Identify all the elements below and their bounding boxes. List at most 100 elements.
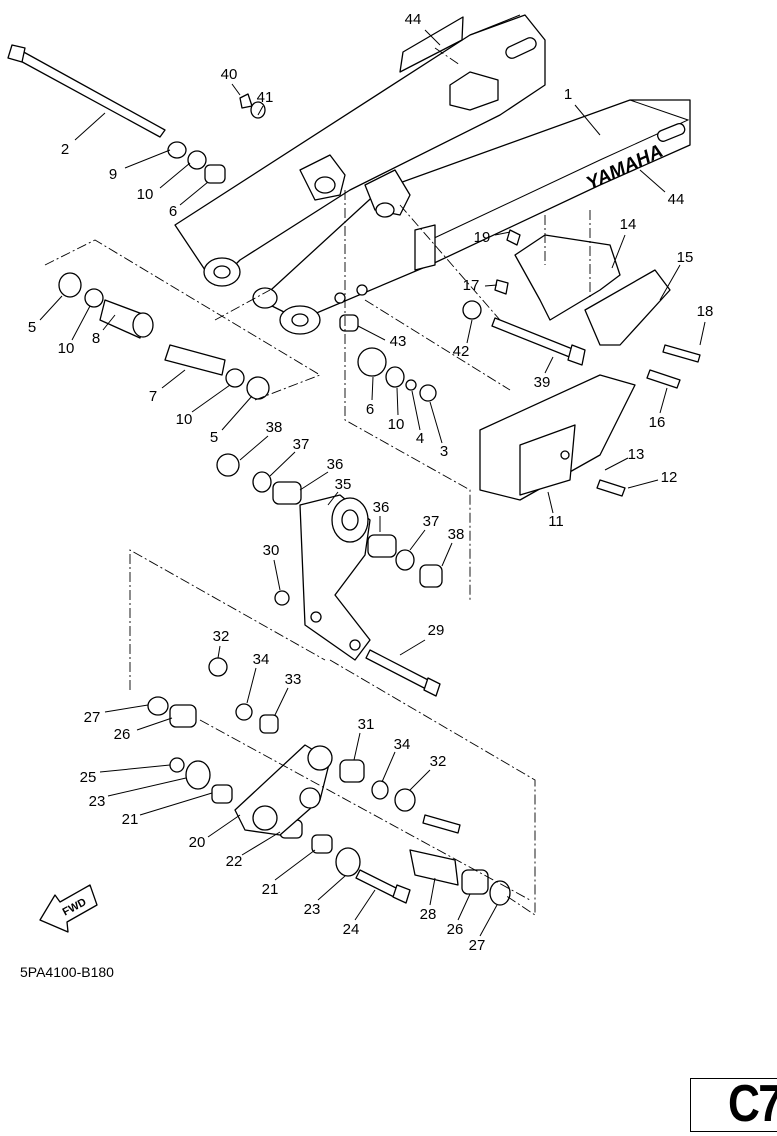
- callout-leader-line: [357, 325, 386, 341]
- part-number-38: 38: [448, 526, 465, 543]
- part-number-4: 4: [416, 430, 424, 447]
- part-number-10: 10: [137, 186, 154, 203]
- part-number-20: 20: [189, 834, 206, 851]
- callout-leader-line: [231, 83, 241, 96]
- part-number-39: 39: [534, 374, 551, 391]
- part-number-17: 17: [463, 277, 480, 294]
- part-number-32: 32: [213, 628, 230, 645]
- callout-leader-line: [479, 904, 498, 937]
- callout-leader-line: [39, 295, 63, 321]
- part-number-21: 21: [122, 811, 139, 828]
- part-number-34: 34: [394, 736, 411, 753]
- part-number-15: 15: [677, 249, 694, 266]
- callout-leader-line: [371, 376, 374, 401]
- part-number-28: 28: [420, 906, 437, 923]
- callout-leader-line: [639, 169, 666, 193]
- callout-leader-line: [221, 395, 253, 431]
- part-number-36: 36: [373, 499, 390, 516]
- part-number-27: 27: [469, 937, 486, 954]
- swingarm-right-arm: [252, 99, 691, 335]
- callout-leader-line: [547, 491, 554, 514]
- callout-leader-line: [354, 889, 376, 921]
- callout-leader-line: [429, 877, 436, 906]
- callout-leader-line: [424, 29, 441, 46]
- callout-leader-line: [544, 356, 554, 374]
- part-number-26: 26: [114, 726, 131, 743]
- part-number-25: 25: [80, 769, 97, 786]
- callout-leader-line: [659, 387, 668, 414]
- part-number-43: 43: [390, 333, 407, 350]
- part-number-38: 38: [266, 419, 283, 436]
- callout-leader-line: [274, 687, 289, 716]
- part-number-1: 1: [564, 86, 572, 103]
- diagram-code: 5PA4100-B180: [20, 964, 114, 980]
- callout-leader-line: [74, 112, 106, 141]
- callout-leader-line: [604, 457, 629, 471]
- callout-leader-line: [353, 732, 361, 761]
- callout-leader-line: [457, 893, 471, 921]
- callout-leader-line: [396, 387, 399, 416]
- callout-leader-line: [411, 390, 421, 431]
- part-number-18: 18: [697, 303, 714, 320]
- part-number-11: 11: [548, 513, 564, 530]
- part-number-9: 9: [109, 166, 117, 183]
- swingarm-left-arm: [174, 14, 546, 287]
- callout-leader-line: [107, 777, 187, 797]
- part-number-31: 31: [358, 716, 375, 733]
- callout-leader-line: [159, 162, 191, 189]
- part-number-34: 34: [253, 651, 270, 668]
- part-number-22: 22: [226, 853, 243, 870]
- callout-leader-line: [161, 369, 186, 389]
- part-number-19: 19: [474, 229, 491, 246]
- part-number-5: 5: [210, 429, 218, 446]
- callout-leader-line: [327, 491, 339, 506]
- part-number-32: 32: [430, 753, 447, 770]
- part-number-24: 24: [343, 921, 360, 938]
- part-number-23: 23: [89, 793, 106, 810]
- callout-leader-line: [409, 529, 426, 551]
- callout-leader-line: [273, 559, 281, 591]
- part-number-8: 8: [92, 330, 100, 347]
- callout-leader-line: [217, 645, 221, 659]
- part-number-44: 44: [668, 191, 685, 208]
- part-number-14: 14: [620, 216, 637, 233]
- callout-leader-line: [241, 831, 281, 856]
- part-number-10: 10: [388, 416, 405, 433]
- part-number-7: 7: [149, 388, 157, 405]
- part-number-41: 41: [257, 89, 274, 106]
- callout-leader-line: [381, 751, 396, 783]
- callout-leader-line: [699, 321, 706, 346]
- callout-leader-line: [99, 764, 171, 773]
- callout-leader-line: [299, 471, 329, 491]
- part-number-29: 29: [428, 622, 445, 639]
- decal-44: [399, 16, 464, 73]
- part-number-40: 40: [221, 66, 238, 83]
- part-number-26: 26: [447, 921, 464, 938]
- part-number-35: 35: [335, 476, 352, 493]
- part-number-13: 13: [628, 446, 645, 463]
- callout-leader-line: [179, 181, 209, 206]
- part-number-30: 30: [263, 542, 280, 559]
- callout-leader-line: [102, 314, 116, 331]
- page-label: C7: [728, 1075, 777, 1133]
- callout-leader-line: [659, 264, 681, 301]
- callout-leader-line: [429, 401, 443, 444]
- part-number-37: 37: [293, 436, 310, 453]
- callout-leader-line: [274, 849, 316, 881]
- callout-leader-line: [269, 451, 296, 477]
- chain-guide: [479, 374, 636, 501]
- callout-leader-line: [136, 717, 173, 731]
- callout-leader-line: [441, 542, 453, 567]
- page-label-box: [690, 1078, 777, 1132]
- part-number-37: 37: [423, 513, 440, 530]
- part-number-5: 5: [28, 319, 36, 336]
- callout-leader-line: [494, 231, 511, 236]
- part-number-16: 16: [649, 414, 666, 431]
- part-number-2: 2: [61, 141, 69, 158]
- callout-leader-line: [71, 305, 91, 341]
- callout-leader-line: [246, 667, 257, 704]
- bolts: [239, 93, 701, 904]
- connecting-rod: [234, 744, 333, 836]
